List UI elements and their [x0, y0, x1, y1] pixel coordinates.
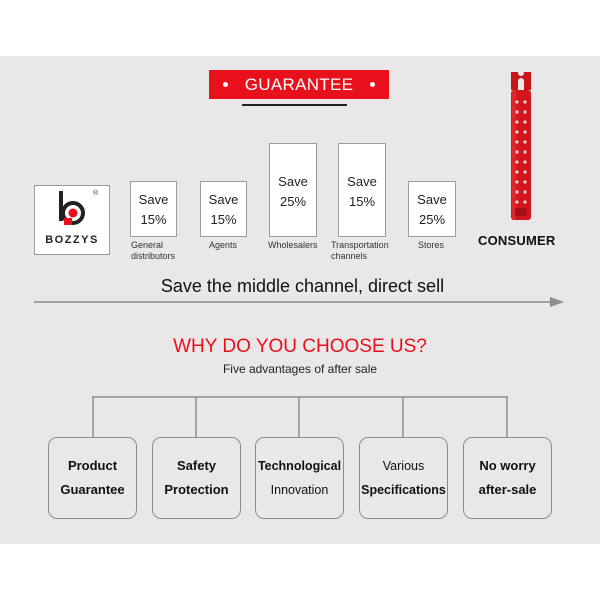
channel-box-agents: Save 15%	[200, 181, 247, 237]
advantage-line: Technological	[257, 459, 342, 473]
advantage-no-worry-after-sale: No worry after-sale	[463, 437, 552, 519]
channel-caption-transportation-channels: Transportation channels	[331, 240, 389, 262]
advantage-line: Product	[67, 458, 118, 473]
channel-box-stores: Save 25%	[408, 181, 456, 237]
channel-box-general-distributors: Save 15%	[130, 181, 177, 237]
advantage-various-specifications: Various Specifications	[359, 437, 448, 519]
connector-tree	[92, 396, 508, 437]
save-percent: 15%	[348, 194, 376, 209]
caption-line: Stores	[418, 240, 445, 250]
caption-line: Wholesalers	[268, 240, 318, 250]
save-label: Save	[138, 192, 169, 207]
advantage-line: Guarantee	[60, 482, 125, 497]
save-percent: 15%	[210, 212, 237, 227]
caption-line: distributors	[131, 251, 176, 261]
channel-box-wholesalers: Save 25%	[269, 143, 317, 237]
trademark-symbol: ®	[93, 190, 99, 197]
save-label: Save	[417, 192, 447, 207]
why-choose-us-title: WHY DO YOU CHOOSE US?	[173, 336, 427, 357]
channel-caption-agents: Agents	[209, 240, 237, 251]
badge-underline	[242, 104, 347, 106]
save-label: Save	[347, 174, 377, 189]
caption-line: Agents	[209, 240, 238, 250]
save-percent: 15%	[140, 212, 167, 227]
save-label: Save	[278, 174, 308, 189]
long-arrow-icon	[34, 297, 564, 307]
advantage-line: after-sale	[478, 482, 537, 497]
caption-line: Transportation	[331, 240, 389, 250]
advantage-line: No worry	[479, 458, 536, 473]
channel-caption-wholesalers: Wholesalers	[268, 240, 318, 251]
caption-line: General	[131, 240, 164, 250]
advantage-line: Innovation	[270, 483, 329, 497]
badge-dot-right-icon	[370, 82, 375, 87]
advantage-line: Specifications	[361, 483, 446, 497]
brand-name: BOZZYS	[45, 234, 99, 246]
advantage-line: Protection	[164, 482, 229, 497]
red-lockout-hasp-icon	[511, 70, 531, 220]
advantage-line: Various	[382, 459, 425, 473]
channel-caption-stores: Stores	[418, 240, 444, 251]
save-label: Save	[208, 192, 239, 207]
consumer-label: CONSUMER	[478, 233, 556, 248]
channel-box-transportation-channels: Save 15%	[338, 143, 386, 237]
slogan-text: Save the middle channel, direct sell	[160, 276, 445, 296]
advantage-line: Safety	[176, 458, 217, 473]
why-choose-us-subtitle: Five advantages of after sale	[222, 362, 378, 376]
save-percent: 25%	[279, 194, 307, 209]
advantage-product-guarantee: Product Guarantee	[48, 437, 137, 519]
caption-line: channels	[331, 251, 368, 261]
advantage-technological-innovation: Technological Innovation	[255, 437, 344, 519]
badge-title: GUARANTEE	[244, 75, 354, 94]
brand-logo-icon	[59, 191, 85, 225]
channel-caption-general-distributors: General distributors	[131, 240, 175, 262]
brand-logo: ® BOZZYS	[34, 185, 110, 255]
advantage-safety-protection: Safety Protection	[152, 437, 241, 519]
guarantee-badge: GUARANTEE	[209, 70, 389, 99]
save-percent: 25%	[418, 212, 446, 227]
badge-dot-left-icon	[223, 82, 228, 87]
